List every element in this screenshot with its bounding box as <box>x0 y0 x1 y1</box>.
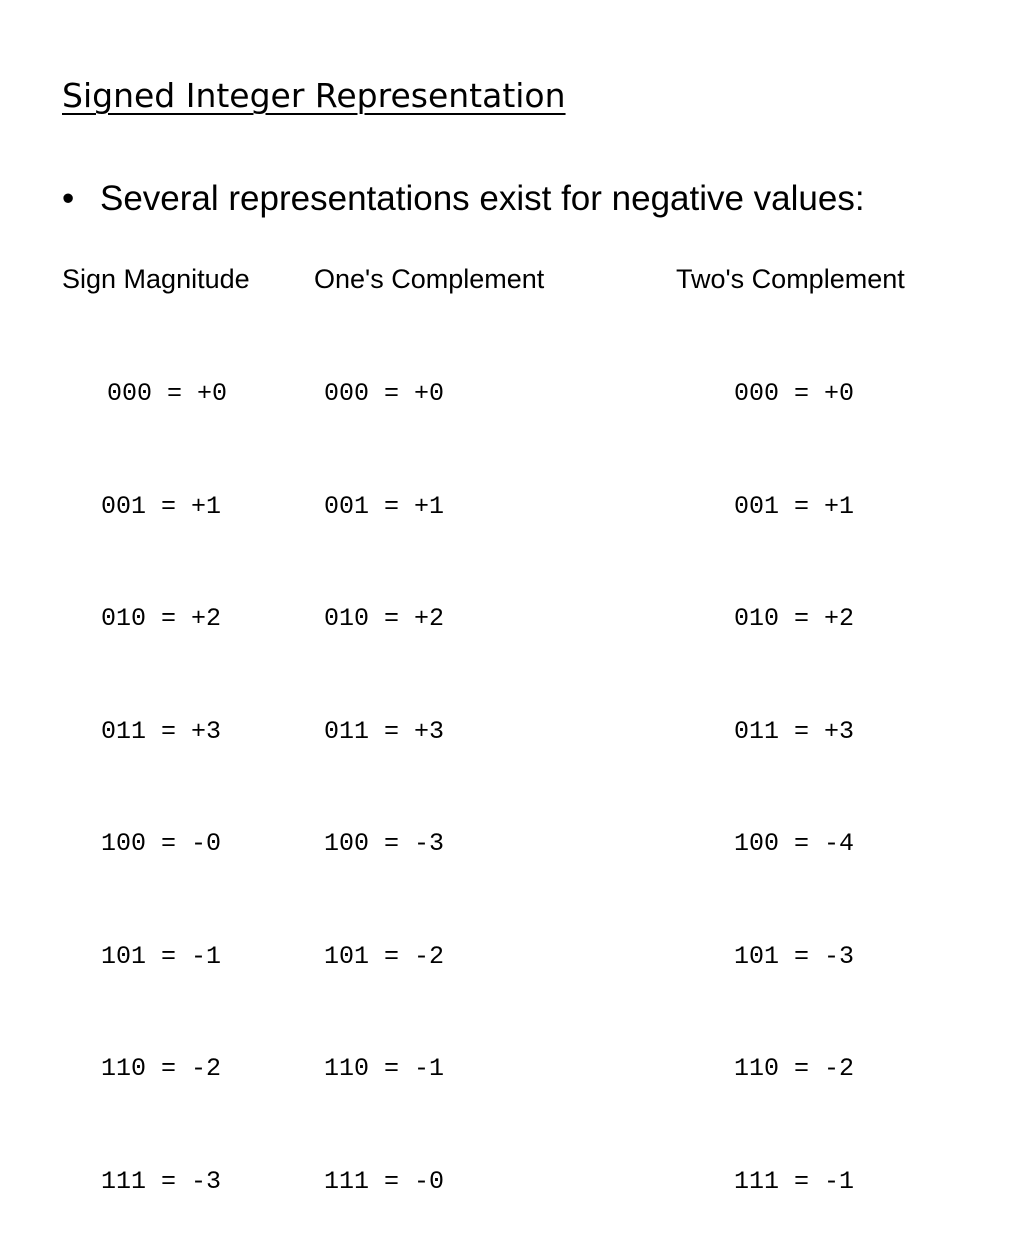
ones-complement-row: 000 = +0 <box>324 379 445 408</box>
twos-complement-row: 101 = -3 <box>734 941 855 971</box>
twos-complement-row: 100 = -4 <box>734 829 855 858</box>
twos-complement-row: 111 = -1 <box>734 1166 855 1196</box>
twos-complement-row: 011 = +3 <box>734 716 855 746</box>
sign-magnitude-row: 100 = -0 <box>101 829 222 858</box>
sign-magnitude-row: 101 = -1 <box>101 941 222 971</box>
sign-magnitude-row: 011 = +3 <box>101 716 222 746</box>
ones-complement-row: 011 = +3 <box>324 716 445 746</box>
ones-complement-row: 001 = +1 <box>324 491 445 521</box>
header-sign-magnitude: Sign Magnitude <box>62 264 250 294</box>
ones-complement-list: 000 = +0 001 = +1 010 = +2 011 = +3 100 … <box>324 300 444 1238</box>
bullet-marker: • <box>62 179 75 218</box>
sign-magnitude-list: 000 = +0 001 = +1 010 = +2 011 = +3 100 … <box>101 300 227 1238</box>
ones-complement-row: 110 = -1 <box>324 1054 445 1083</box>
ones-complement-row: 111 = -0 <box>324 1166 445 1196</box>
ones-complement-row: 010 = +2 <box>324 604 445 633</box>
sign-magnitude-row: 000 = +0 <box>107 379 228 408</box>
slide-title: Signed Integer Representation <box>62 76 566 115</box>
header-twos-complement: Two's Complement <box>676 264 905 294</box>
ones-complement-row: 101 = -2 <box>324 941 445 971</box>
twos-complement-row: 010 = +2 <box>734 604 855 633</box>
twos-complement-row: 110 = -2 <box>734 1054 855 1083</box>
twos-complement-row: 001 = +1 <box>734 491 855 521</box>
twos-complement-row: 000 = +0 <box>734 379 855 408</box>
sign-magnitude-row: 010 = +2 <box>101 604 222 633</box>
header-ones-complement: One's Complement <box>314 264 545 294</box>
ones-complement-row: 100 = -3 <box>324 829 445 858</box>
sign-magnitude-row: 001 = +1 <box>101 491 222 521</box>
twos-complement-list: 000 = +0 001 = +1 010 = +2 011 = +3 100 … <box>734 300 854 1238</box>
sign-magnitude-row: 110 = -2 <box>101 1054 222 1083</box>
sign-magnitude-row: 111 = -3 <box>101 1166 222 1196</box>
bullet-text: Several representations exist for negati… <box>100 179 865 218</box>
